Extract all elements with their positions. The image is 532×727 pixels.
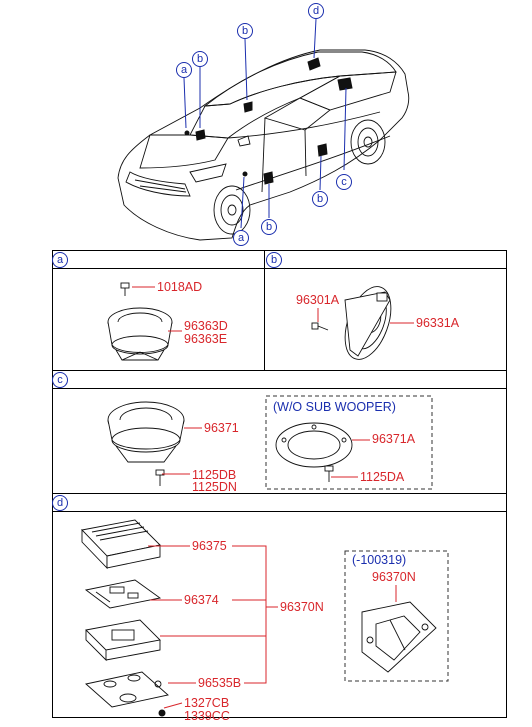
- tweeter-mark-a-top: [184, 130, 190, 136]
- svg-text:c: c: [57, 374, 63, 386]
- callout-c-rear-door: c: [336, 174, 352, 190]
- speaker-mark-dash-left: [195, 129, 206, 141]
- svg-text:d: d: [57, 497, 63, 509]
- part-1125DB: 1125DB: [192, 468, 236, 482]
- part-96301A: 96301A: [296, 293, 340, 307]
- part-96363E: 96363E: [184, 332, 227, 346]
- svg-text:d: d: [313, 5, 319, 17]
- section-a-header: a: [52, 252, 68, 268]
- section-d-header: d: [52, 495, 68, 511]
- speaker-mark-rear-door-b: [317, 143, 328, 157]
- svg-text:a: a: [57, 254, 64, 266]
- amplifier-housing-drawing: [85, 619, 161, 662]
- svg-text:a: a: [238, 232, 245, 244]
- svg-text:b: b: [266, 221, 272, 233]
- parts-table-frame: [52, 250, 507, 718]
- part-1018AD: 1018AD: [157, 280, 202, 294]
- speaker-mark-rear-door-c: [337, 77, 353, 91]
- svg-text:b: b: [197, 53, 203, 65]
- rear-speaker-ring-drawing: [275, 422, 353, 482]
- part-96370N-variant: 96370N: [372, 570, 416, 584]
- variant-note-100319: (-100319): [352, 553, 406, 567]
- part-96363D: 96363D: [184, 319, 228, 333]
- part-1125DA: 1125DA: [360, 470, 405, 484]
- car-illustration: [117, 49, 410, 241]
- svg-text:a: a: [181, 64, 188, 76]
- callout-d-amp: d: [308, 3, 324, 19]
- variant-note-no-subwoofer: (W/O SUB WOOPER): [273, 400, 396, 414]
- callout-a-top: a: [176, 62, 192, 78]
- amplifier-bracket-drawing: [85, 671, 169, 717]
- part-96371: 96371: [204, 421, 239, 435]
- speaker-mark-rear-shelf: [243, 101, 253, 113]
- part-96371A: 96371A: [372, 432, 416, 446]
- part-96370N-assembly: 96370N: [280, 600, 324, 614]
- speaker-mark-amp: [307, 57, 321, 71]
- tweeter-mark-a-bottom: [242, 171, 248, 177]
- leader-1327CB: [163, 702, 183, 709]
- amplifier-cover-drawing: [81, 519, 161, 570]
- part-96535B: 96535B: [198, 676, 241, 690]
- variant-box-100319: [344, 550, 449, 682]
- amplifier-variant-drawing: [361, 601, 437, 673]
- part-96375: 96375: [192, 539, 227, 553]
- callout-b-rear-door: b: [312, 191, 328, 207]
- callout-a-bottom: a: [233, 230, 249, 246]
- callout-b-top: b: [192, 51, 208, 67]
- car-callout-leaders: [183, 18, 347, 229]
- variant-box-no-subwoofer: [265, 395, 433, 490]
- part-1339CC: 1339CC: [184, 709, 230, 723]
- part-96374: 96374: [184, 593, 219, 607]
- part-1327CB: 1327CB: [184, 696, 229, 710]
- section-b-header: b: [266, 252, 282, 268]
- tweeter-speaker-drawing: [107, 282, 173, 361]
- callout-b-rear-shelf: b: [237, 23, 253, 39]
- amplifier-board-drawing: [84, 579, 162, 609]
- speaker-mark-front-door: [263, 171, 274, 185]
- part-96331A: 96331A: [416, 316, 460, 330]
- rear-speaker-drawing: [107, 401, 185, 486]
- assembly-bracket: [160, 545, 278, 684]
- svg-text:b: b: [242, 25, 248, 37]
- svg-text:c: c: [341, 176, 347, 188]
- callout-b-front-door: b: [261, 219, 277, 235]
- svg-text:b: b: [271, 254, 277, 266]
- part-1125DN: 1125DN: [192, 480, 237, 494]
- svg-text:b: b: [317, 193, 323, 205]
- section-c-header: c: [52, 372, 68, 388]
- door-speaker-drawing: [311, 286, 392, 360]
